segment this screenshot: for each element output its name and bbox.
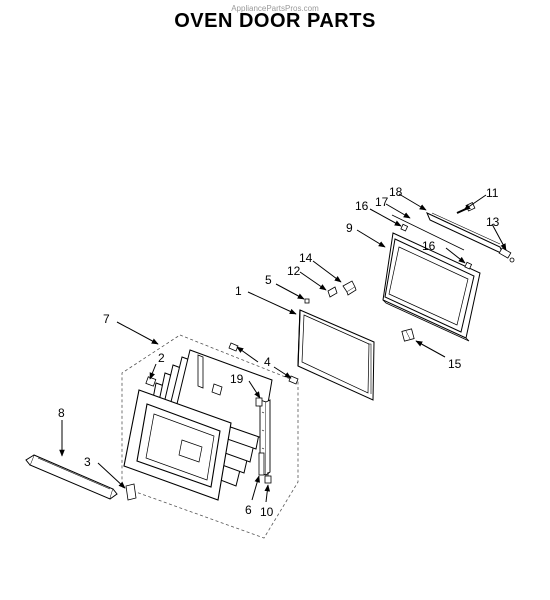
callout-leaders — [59, 193, 507, 503]
callout-label: 17 — [375, 195, 389, 209]
callout-label: 9 — [346, 221, 353, 235]
inner-door-glass — [382, 232, 481, 342]
outer-door-frame — [123, 389, 232, 501]
page-title: OVEN DOOR PARTS — [174, 10, 376, 32]
callout-label: 6 — [245, 503, 252, 517]
door-catch — [401, 328, 415, 342]
callout-label: 5 — [265, 273, 272, 287]
door-assembly-dashed-outline — [121, 334, 299, 539]
glass-clip — [400, 223, 473, 270]
hinge-pin — [258, 452, 265, 476]
callout-label: 1 — [235, 284, 242, 298]
door-handle — [25, 454, 118, 500]
callout-label: 7 — [103, 312, 110, 326]
end-cap — [498, 247, 515, 263]
left-hinge-bracket — [197, 354, 223, 396]
door-rod — [391, 214, 465, 251]
hinge-clip — [255, 397, 263, 407]
callout-label: 16 — [422, 239, 436, 253]
callout-label: 13 — [486, 215, 500, 229]
callout-label: 2 — [158, 351, 165, 365]
callout-label: 11 — [486, 186, 499, 200]
watermark: AppliancePartsPros.com — [231, 4, 319, 13]
callout-label: 16 — [355, 199, 369, 213]
hinge-bracket — [342, 280, 357, 296]
callout-label: 19 — [230, 372, 244, 386]
callout-label: 3 — [84, 455, 91, 469]
callout-label: 12 — [287, 264, 301, 278]
callout-label: 10 — [260, 505, 274, 519]
callout-label: 18 — [389, 185, 403, 199]
callout-label: 4 — [264, 355, 271, 369]
callout-label: 15 — [448, 357, 462, 371]
door-clip — [327, 286, 338, 298]
inner-door-panel — [297, 309, 375, 401]
small-screw — [304, 298, 310, 304]
callout-label: 8 — [58, 406, 65, 420]
callout-label: 14 — [299, 251, 313, 265]
door-bottom-clip — [125, 483, 137, 501]
hinge-screw — [264, 472, 272, 484]
